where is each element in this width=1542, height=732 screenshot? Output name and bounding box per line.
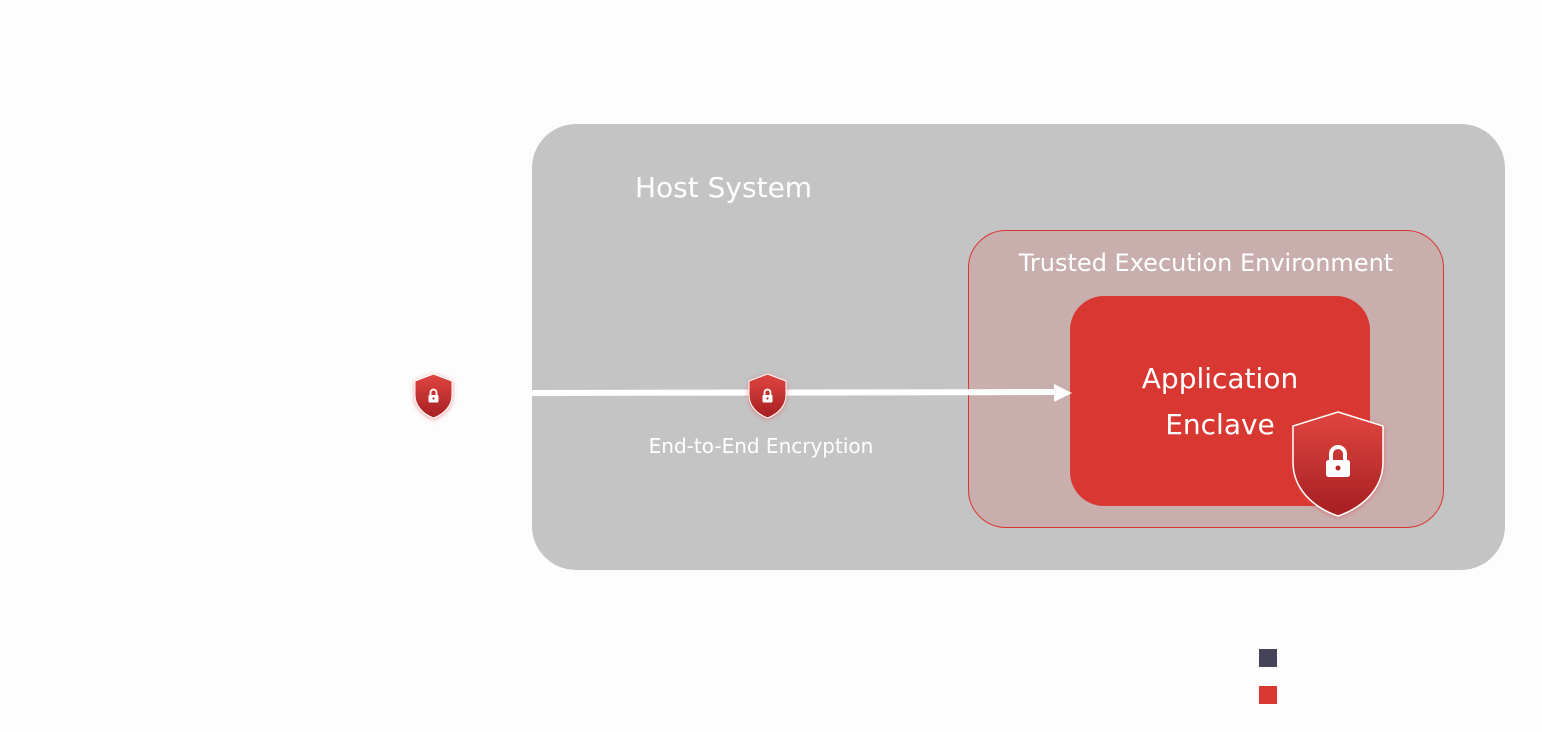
legend-swatch-red xyxy=(1259,686,1277,704)
tee-title: Trusted Execution Environment xyxy=(1018,249,1394,277)
legend-swatch-dark xyxy=(1259,649,1277,667)
host-system-title: Host System xyxy=(635,171,813,204)
end-to-end-encryption-label: End-to-End Encryption xyxy=(648,434,874,458)
enclave-title-line-2: Enclave xyxy=(1165,408,1275,441)
shield-lock-icon xyxy=(746,372,789,420)
enclave-title-line-1: Application xyxy=(1141,362,1299,395)
enclave-shield-lock-icon xyxy=(1290,410,1386,518)
application-enclave-title: Application Enclave xyxy=(1070,356,1370,448)
shield-lock-icon xyxy=(412,372,455,420)
encrypted-flow-arrow xyxy=(532,378,1076,408)
